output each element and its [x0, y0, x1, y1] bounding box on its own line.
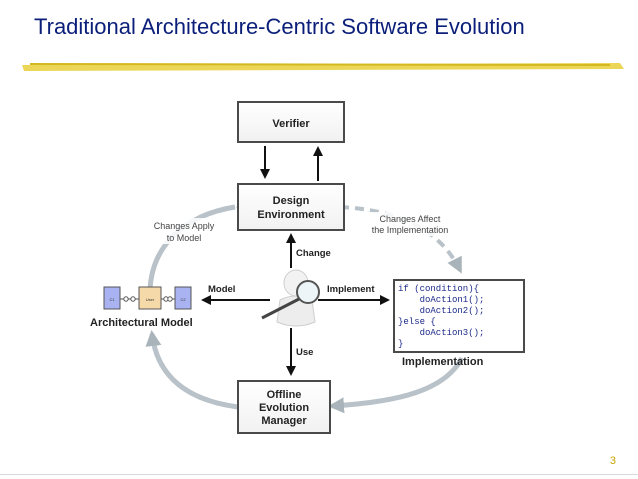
offline-label-line2: Evolution [259, 402, 309, 414]
changes-affect-line2: the Implementation [372, 225, 449, 235]
design-environment-node: Design Environment [237, 183, 345, 231]
title-underline-highlight [22, 63, 624, 71]
component-c2: C2 [180, 297, 186, 302]
code-line-3: doAction2(); [398, 306, 484, 316]
component-c1: C1 [109, 297, 115, 302]
changes-apply-annotation: Changes Apply to Model [143, 218, 227, 244]
slide-title: Traditional Architecture-Centric Softwar… [34, 14, 525, 39]
model-label: Model [208, 284, 235, 295]
use-label: Use [296, 347, 313, 358]
code-line-2: doAction1(); [398, 295, 484, 305]
code-line-1: if (condition){ [398, 284, 479, 294]
implementation-label: Implementation [402, 356, 484, 368]
analyst-figure-icon [261, 269, 320, 327]
design-label-line2: Environment [257, 209, 325, 221]
footer-rule [0, 474, 638, 475]
page-number: 3 [609, 455, 616, 467]
changes-affect-line1: Changes Affect [380, 214, 441, 224]
offline-label-line3: Manager [261, 415, 307, 427]
architectural-model-label: Architectural Model [90, 317, 193, 329]
design-label-line1: Design [273, 195, 310, 207]
offline-evolution-manager-node: Offline Evolution Manager [237, 380, 331, 434]
verifier-node: Verifier [237, 101, 345, 143]
implement-label: Implement [327, 284, 375, 295]
changes-affect-annotation: Changes Affect the Implementation [358, 212, 460, 236]
code-line-6: } [398, 339, 403, 349]
change-label: Change [296, 248, 331, 259]
code-line-5: doAction3(); [398, 328, 484, 338]
architectural-model-node: C1 User C2 Architectural Model [90, 286, 193, 329]
changes-apply-line1: Changes Apply [154, 221, 215, 231]
code-line-4: }else { [398, 317, 436, 327]
verifier-label: Verifier [272, 118, 310, 130]
offline-label-line1: Offline [267, 389, 302, 401]
implementation-node: if (condition){ doAction1(); doAction2()… [393, 279, 525, 368]
component-user: User [146, 297, 155, 302]
changes-apply-line2: to Model [167, 233, 202, 243]
